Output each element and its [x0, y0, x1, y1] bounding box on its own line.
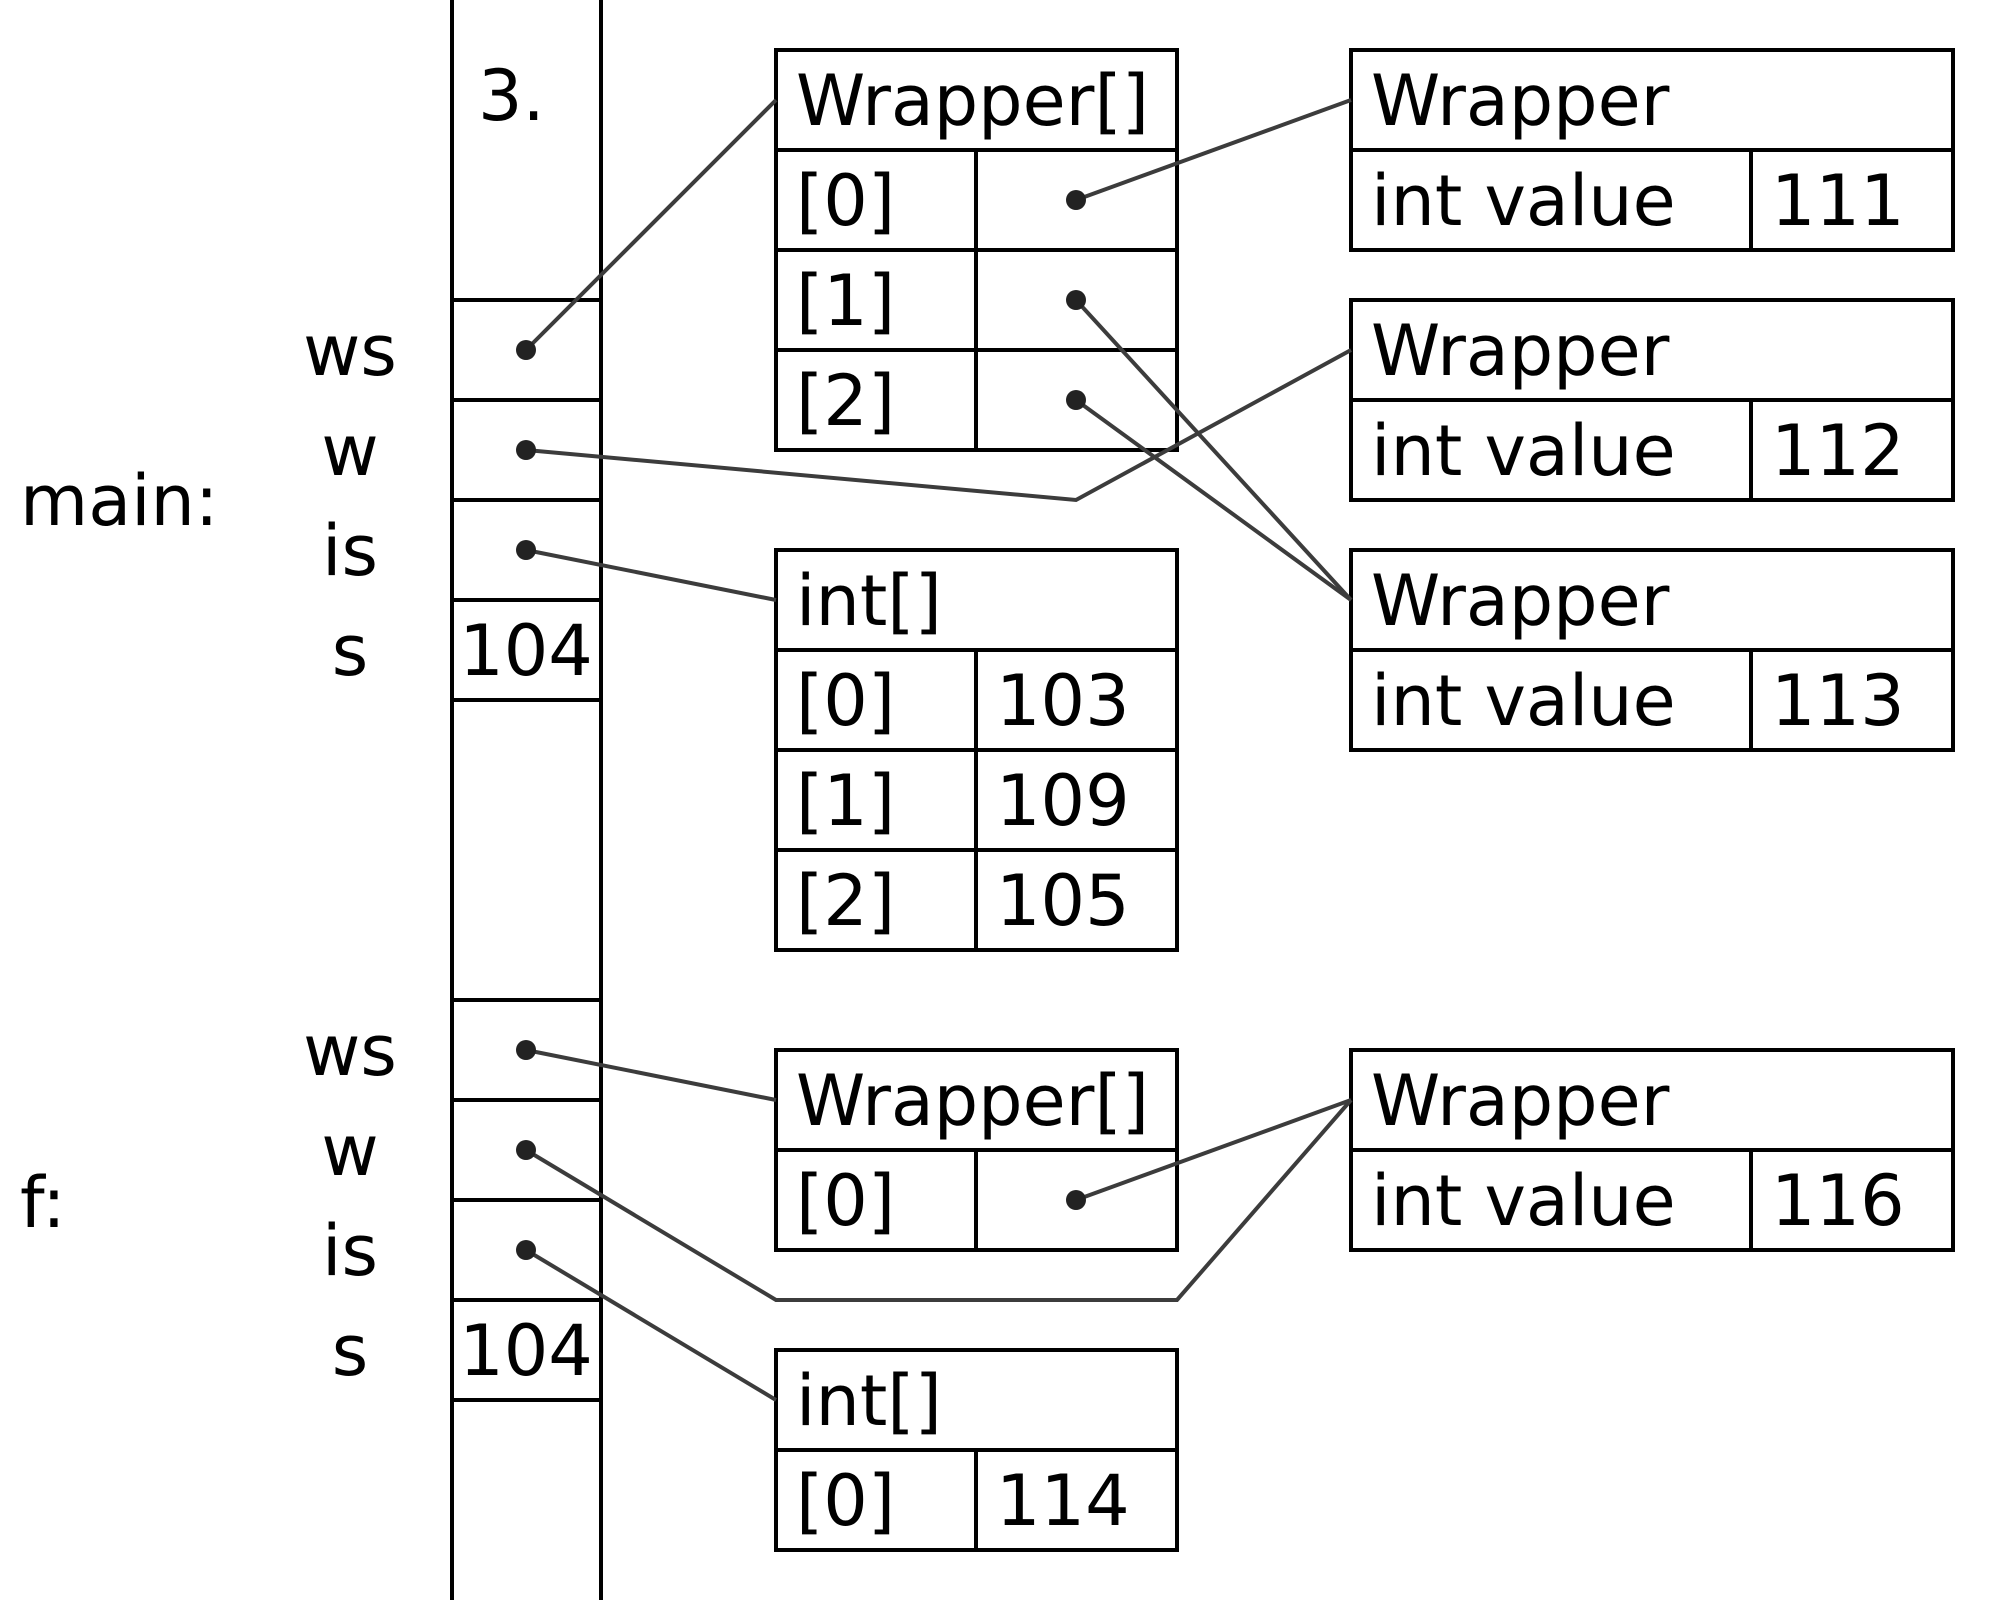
var-label-s: s: [332, 1310, 368, 1392]
heap-wrapper-object: Wrapper int value 111: [1349, 48, 1955, 252]
pointer-dot: [1066, 1190, 1086, 1210]
pointer-dot: [516, 440, 536, 460]
pointer-f-ws: [525, 1048, 777, 1102]
pointer-array-2: [1074, 398, 1353, 602]
reference-dots: [516, 190, 1086, 1260]
pointer-dot: [516, 1040, 536, 1060]
pointer-f-is: [524, 1248, 778, 1402]
pointer-array-0: [1075, 98, 1352, 202]
array-value: 105: [996, 860, 1130, 942]
heap-wrapper-array-main: Wrapper[] [0] [1] [2]: [774, 48, 1179, 452]
heap-wrapper-array-f: Wrapper[] [0]: [774, 1048, 1179, 1252]
pointer-dot: [1066, 390, 1086, 410]
reference-pointers: [524, 98, 1353, 1402]
object-field-value: 113: [1771, 660, 1905, 742]
pointer-dot: [516, 1140, 536, 1160]
var-label-is: is: [322, 510, 378, 592]
var-label-ws: ws: [303, 1010, 397, 1092]
object-title: Wrapper: [1371, 560, 1670, 642]
stack-frame-f: ws w is s 104: [303, 998, 601, 1402]
pointer-main-ws: [524, 98, 778, 352]
heap-wrapper-object: Wrapper int value 113: [1349, 548, 1955, 752]
object-title: Wrapper: [1371, 310, 1670, 392]
object-field: int value: [1371, 410, 1676, 492]
array-index: [0]: [796, 160, 895, 242]
pointer-dot: [516, 540, 536, 560]
pointer-main-is: [525, 548, 777, 602]
object-title: Wrapper: [1371, 1060, 1670, 1142]
pointer-dot: [516, 340, 536, 360]
array-index: [0]: [796, 1460, 895, 1542]
object-field: int value: [1371, 660, 1676, 742]
array-index: [1]: [796, 760, 895, 842]
stack-frame-main: ws w is s 104: [303, 298, 601, 702]
var-label-ws: ws: [303, 310, 397, 392]
object-title: Wrapper: [1371, 60, 1670, 142]
pointer-dot: [1066, 290, 1086, 310]
object-field-value: 112: [1771, 410, 1905, 492]
array-index: [2]: [796, 360, 895, 442]
object-field: int value: [1371, 1160, 1676, 1242]
frame-label-main: main:: [20, 460, 218, 542]
frame-label-f: f:: [20, 1162, 66, 1244]
object-field-value: 111: [1771, 160, 1905, 242]
pointer-f-array-0: [1075, 1098, 1352, 1202]
var-label-w: w: [321, 1110, 378, 1192]
heap-wrapper-object: Wrapper int value 116: [1349, 1048, 1955, 1252]
object-field-value: 116: [1771, 1160, 1905, 1242]
array-value: 109: [996, 760, 1130, 842]
step-label: 3.: [478, 55, 545, 137]
array-title: Wrapper[]: [796, 1060, 1149, 1142]
array-value: 103: [996, 660, 1130, 742]
array-index: [2]: [796, 860, 895, 942]
var-value-s: 104: [459, 1310, 593, 1392]
array-title: int[]: [796, 560, 942, 642]
pointer-f-w: [524, 1098, 1353, 1302]
heap-int-array-main: int[] [0] 103 [1] 109 [2] 105: [774, 548, 1179, 952]
var-value-s: 104: [459, 610, 593, 692]
var-label-is: is: [322, 1210, 378, 1292]
array-value: 114: [996, 1460, 1130, 1542]
var-label-s: s: [332, 610, 368, 692]
array-index: [1]: [796, 260, 895, 342]
pointer-dot: [516, 1240, 536, 1260]
pointer-dot: [1066, 190, 1086, 210]
heap-wrapper-object: Wrapper int value 112: [1349, 298, 1955, 502]
heap-int-array-f: int[] [0] 114: [774, 1348, 1179, 1552]
pointer-main-w: [525, 348, 1352, 503]
object-field: int value: [1371, 160, 1676, 242]
array-title: Wrapper[]: [796, 60, 1149, 142]
array-index: [0]: [796, 1160, 895, 1242]
var-label-w: w: [321, 410, 378, 492]
array-index: [0]: [796, 660, 895, 742]
array-title: int[]: [796, 1360, 942, 1442]
pointer-array-1: [1074, 298, 1353, 602]
